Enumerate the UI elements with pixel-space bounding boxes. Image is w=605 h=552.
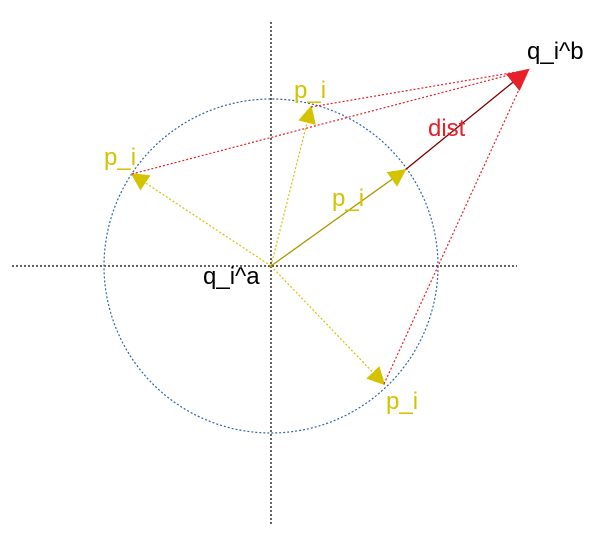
label-q-a: q_i^a: [203, 263, 260, 290]
label-p-left: p_i: [104, 144, 136, 171]
p-vector-top: [270, 105, 316, 267]
label-p-main: p_i: [332, 185, 364, 212]
p-vector-bottom: [270, 265, 386, 386]
label-q-b: q_i^b: [527, 38, 584, 65]
dist-vector: [404, 68, 530, 171]
p-vector-main: [270, 168, 407, 267]
dist-line-left: [131, 69, 529, 175]
dist-line-bottom: [383, 69, 529, 385]
dist-line-top: [310, 69, 529, 108]
label-p-top: p_i: [294, 77, 326, 104]
p-vector-left: [130, 173, 272, 267]
label-dist: dist: [428, 115, 466, 142]
label-p-bottom: p_i: [386, 388, 418, 415]
